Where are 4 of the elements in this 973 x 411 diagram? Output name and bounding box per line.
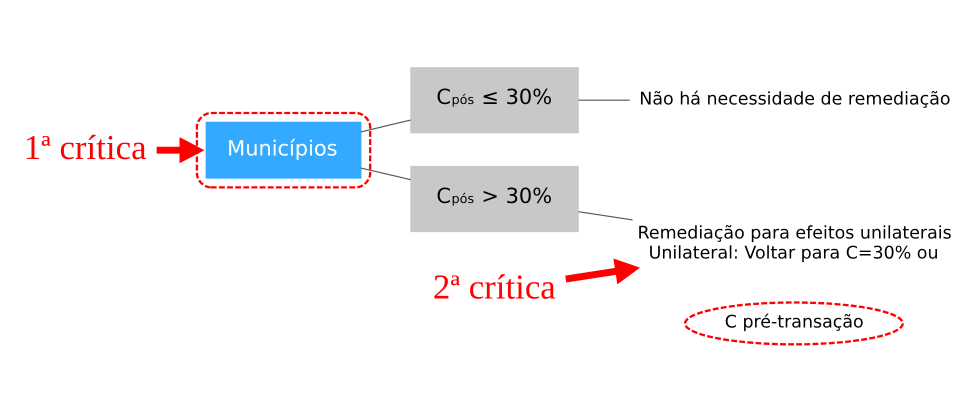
node-text: 1ª crítica [23, 127, 146, 166]
node-text: 2ª crítica [432, 266, 556, 306]
node-text: Não há necessidade de remediação [638, 88, 950, 109]
node-text: Remediação para efeitos unilaterais Unilateral: Voltar para C=30% ou [637, 223, 952, 263]
